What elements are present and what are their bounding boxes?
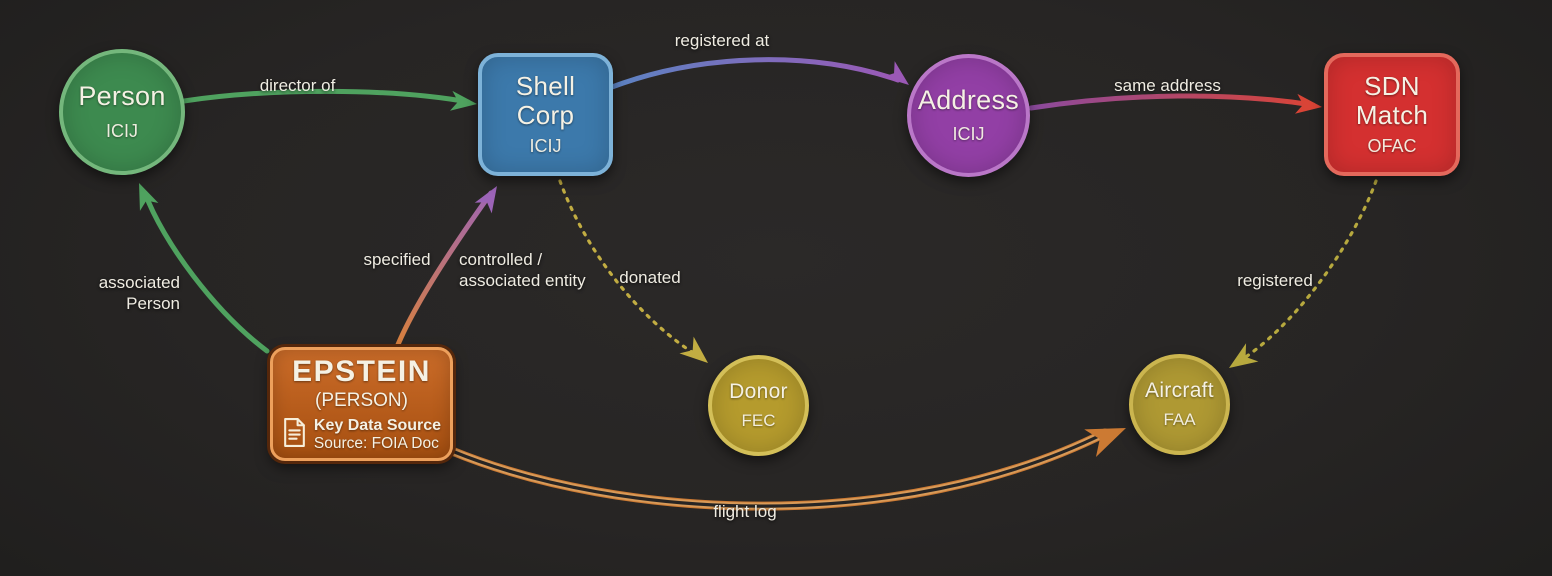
edge-registered — [1236, 179, 1378, 364]
node-title: SDN Match — [1355, 70, 1429, 130]
edge-label-associated-person: associated Person — [98, 273, 180, 314]
arrowhead-controlled-associated-entity — [474, 186, 497, 214]
arrowhead-associated-person — [139, 183, 159, 211]
node-title: EPSTEIN — [292, 355, 431, 389]
arrowhead-registered-at — [882, 61, 909, 85]
arrowhead-registered — [1229, 343, 1259, 368]
edge-label-flight-log: flight log — [713, 502, 777, 521]
edge-director-of — [181, 88, 471, 105]
key-data-source-label: Key Data Source — [313, 417, 442, 435]
node-title: Person — [78, 81, 166, 112]
node-subtitle: (PERSON) — [315, 390, 408, 412]
edge-label-registered-at: registered at — [674, 31, 770, 50]
node-source-label: FEC — [741, 410, 776, 430]
node-epstein[interactable]: EPSTEIN (PERSON) Key Data Source Source:… — [270, 347, 453, 461]
arrowhead-flight-log — [1084, 428, 1126, 458]
edge-flight-log-gap — [450, 431, 1107, 508]
node-person[interactable]: Person ICIJ — [59, 49, 185, 175]
edge-label-director-of: director of — [259, 76, 336, 95]
node-title: Donor — [729, 380, 788, 404]
edge-donated — [558, 179, 700, 358]
node-source-label: ICIJ — [529, 136, 562, 157]
node-title: Shell Corp — [515, 70, 576, 130]
node-source-label: ICIJ — [105, 120, 138, 141]
node-source-label: FAA — [1163, 409, 1196, 429]
edge-same-address — [1028, 93, 1316, 111]
source-foia-label: Source: FOIA Doc — [313, 435, 439, 453]
arrowhead-director-of — [449, 90, 477, 111]
node-aircraft[interactable]: Aircraft FAA — [1129, 354, 1230, 455]
edge-label-same-address: same address — [1114, 76, 1221, 95]
node-title: Aircraft — [1145, 379, 1214, 403]
node-shell-corp[interactable]: Shell Corp ICIJ — [478, 53, 613, 176]
node-source-label: ICIJ — [952, 124, 985, 145]
document-icon — [282, 417, 307, 452]
arrowhead-same-address — [1294, 93, 1322, 114]
edge-label-registered: registered — [1237, 271, 1313, 290]
node-address[interactable]: Address ICIJ — [907, 54, 1030, 177]
edge-controlled-associated-entity — [394, 190, 494, 350]
arrowhead-donated — [679, 336, 708, 363]
edge-registered-at — [609, 57, 901, 90]
node-donor[interactable]: Donor FEC — [708, 355, 809, 456]
node-title: Address — [917, 84, 1020, 115]
edge-label-controlled-associated-entity: controlled / associated entity — [459, 250, 586, 291]
edge-label-specified: specified — [363, 250, 431, 269]
node-source-label: OFAC — [1367, 136, 1417, 157]
node-sdn-match[interactable]: SDN Match OFAC — [1324, 53, 1460, 176]
edge-associated-person — [142, 190, 270, 354]
edge-label-donated: donated — [619, 268, 681, 287]
